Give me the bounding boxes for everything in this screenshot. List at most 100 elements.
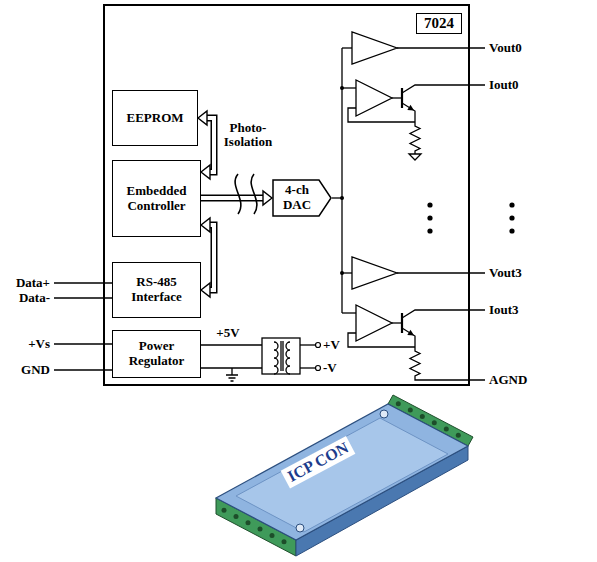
output-channel	[410, 122, 420, 154]
pin-name: Vout0	[489, 41, 522, 55]
pin-name: Vout3	[489, 266, 522, 280]
module-photo	[296, 524, 304, 532]
module-photo	[236, 418, 448, 532]
junction-dot	[340, 86, 344, 90]
module-photo	[456, 433, 461, 438]
controller-box: Embedded Controller	[112, 160, 201, 237]
module-photo	[282, 539, 287, 544]
output-channel	[348, 257, 485, 380]
arrow-head	[198, 111, 207, 125]
isolation-transformer	[262, 338, 300, 374]
output-channel	[402, 85, 485, 93]
output-channel	[348, 108, 415, 122]
dac-outline	[273, 180, 331, 216]
output-channel	[397, 47, 485, 48]
isolation-barrier	[235, 174, 241, 214]
signal-wire	[300, 344, 316, 345]
signal-wire	[198, 344, 262, 345]
voltage-label: -V	[323, 361, 337, 375]
isolation-transformer	[274, 342, 278, 374]
voltage-label: +5V	[216, 326, 239, 340]
output-channel	[402, 328, 415, 347]
ellipsis-dots	[427, 215, 432, 220]
output-channel	[392, 97, 402, 98]
isolation-transformer	[262, 338, 300, 374]
module-photo	[270, 533, 275, 538]
bus-arrow	[201, 218, 214, 297]
arrow-head	[201, 165, 210, 179]
ground-symbol	[226, 368, 238, 381]
ellipsis-dots	[427, 228, 432, 233]
junction-dot	[340, 196, 344, 200]
output-channel	[348, 32, 485, 160]
voltage-label: +V	[323, 338, 340, 352]
dac-block: 4-ch DAC	[272, 179, 332, 217]
output-channel	[402, 310, 485, 318]
bus-arrow	[201, 195, 263, 202]
terminal-dot	[316, 366, 321, 371]
isolation-transformer	[286, 342, 290, 374]
module-photo	[216, 404, 468, 540]
terminal-dot	[316, 343, 321, 348]
module-photo	[234, 514, 239, 519]
ellipsis-dots	[509, 215, 514, 220]
block-label: Embedded Controller	[121, 184, 193, 213]
output-channel	[409, 154, 421, 160]
pin-name: Data+	[16, 276, 50, 290]
dac-output-wire	[342, 47, 352, 48]
isolation-transformer	[281, 341, 283, 371]
logo-text: ICP CON	[281, 436, 356, 488]
output-channel	[402, 103, 415, 122]
emitter-arrow	[407, 105, 414, 111]
bus-arrow	[201, 196, 263, 200]
output-channel	[392, 322, 402, 323]
output-channel	[356, 305, 392, 341]
output-channel	[407, 330, 414, 336]
pin-name: Data-	[19, 291, 50, 305]
power-box: Power Regulator	[112, 330, 201, 378]
model-number: 7024	[416, 13, 462, 34]
pin-name: AGND	[489, 373, 527, 387]
block-label: 4-ch DAC	[279, 183, 315, 212]
isolation-barrier	[235, 174, 257, 214]
module-photo	[258, 527, 263, 532]
module-photo	[432, 420, 437, 425]
pin-name: +Vs	[28, 337, 50, 351]
output-channel	[356, 80, 392, 116]
module-box: 7024EEPROM Embedded ControllerRS-485 Inte…	[103, 4, 470, 386]
arrow-head	[263, 191, 272, 205]
output-channel	[352, 32, 397, 64]
interface-box: RS-485 Interface	[112, 262, 201, 318]
bus-arrow	[210, 225, 214, 290]
isolation-barrier	[251, 174, 257, 214]
module-photo	[380, 410, 388, 418]
junction-dot	[340, 271, 344, 275]
module-photo	[222, 508, 227, 513]
output-channel	[348, 333, 415, 347]
pin-name: GND	[21, 363, 50, 377]
pin-name: Iout0	[489, 78, 519, 92]
output-channel	[352, 257, 397, 289]
module-photo	[408, 408, 413, 413]
module-photo	[216, 395, 473, 556]
ellipsis-dots	[509, 228, 514, 233]
output-channel	[401, 88, 403, 108]
output-channel	[401, 313, 403, 333]
block-label: EEPROM	[126, 111, 183, 126]
bus-arrow	[210, 225, 214, 290]
arrow-head	[201, 283, 210, 297]
junction-dot	[340, 86, 344, 275]
module-photo	[396, 401, 401, 406]
signal-wire	[300, 367, 316, 368]
module-photo	[444, 427, 449, 432]
pin-name: Iout3	[489, 303, 519, 317]
dac-output-wire	[342, 312, 356, 313]
ellipsis-dots	[427, 202, 432, 207]
dac-output-wire	[342, 87, 356, 88]
output-channel	[397, 272, 485, 273]
arrow-head	[201, 218, 210, 232]
block-label: RS-485 Interface	[121, 275, 193, 304]
signal-wire	[198, 367, 262, 368]
bus-arrow	[201, 191, 272, 205]
isolation-label: Photo-Isolation	[218, 121, 278, 150]
